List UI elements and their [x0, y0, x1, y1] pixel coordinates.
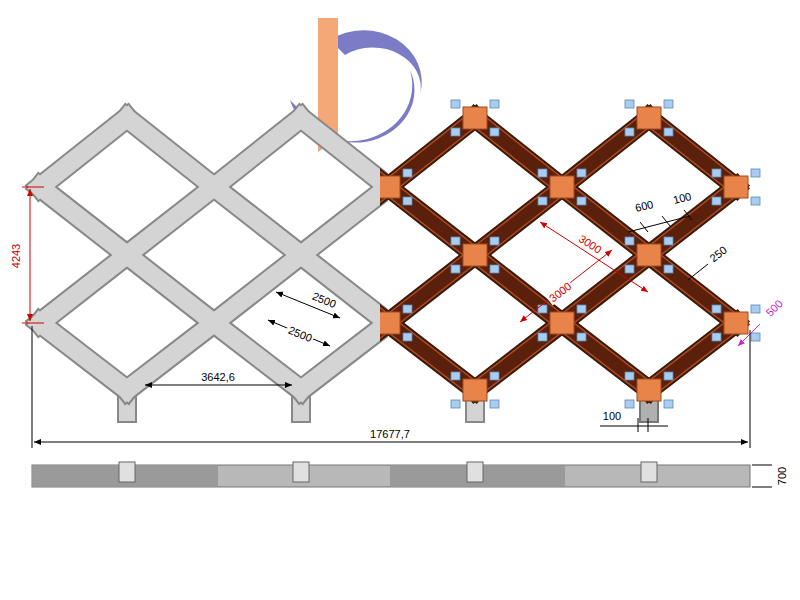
dimension-line	[540, 222, 648, 292]
dimension-line	[34, 442, 748, 443]
joint	[625, 237, 673, 273]
extension-line	[752, 487, 772, 488]
dimension-overall: 17677,7	[368, 428, 412, 440]
member-outline	[380, 118, 736, 390]
dimension-thickness: 700	[776, 465, 788, 487]
dimension-member: 3000	[545, 279, 575, 306]
dimension-line	[628, 216, 690, 232]
joint	[625, 100, 673, 136]
tick	[638, 418, 639, 432]
dimension-line	[268, 320, 330, 346]
dimension-offset: 100	[670, 189, 695, 206]
support-legs	[118, 388, 658, 422]
tick	[684, 210, 692, 220]
tick	[648, 418, 649, 432]
elevation-post	[641, 462, 657, 482]
elevation-view	[32, 462, 772, 487]
joint	[625, 372, 673, 408]
dimension-line	[145, 385, 292, 386]
joint	[712, 305, 760, 341]
elevation-post	[467, 462, 483, 482]
joint	[451, 372, 499, 408]
dimension-member: 3000	[575, 231, 605, 257]
dimension-offset: 600	[632, 197, 657, 214]
lattice-outline	[40, 118, 388, 390]
dimension-line	[600, 426, 668, 427]
grey-lattice	[40, 118, 388, 390]
extension-line	[32, 326, 33, 448]
dimension-spacing: 3642,6	[199, 371, 237, 383]
joint	[712, 169, 760, 205]
dimension-line	[738, 324, 760, 346]
extension-line	[752, 465, 772, 466]
dimension-depth: 500	[762, 296, 786, 320]
dimension-width: 2500	[285, 323, 316, 345]
joint	[451, 237, 499, 273]
dimension-height: 4243	[10, 242, 22, 270]
joint	[380, 305, 412, 341]
dimensions	[22, 187, 760, 448]
tick	[662, 216, 670, 226]
joint	[538, 305, 586, 341]
lattice-fill	[40, 118, 388, 390]
joint	[451, 100, 499, 136]
dimension-line	[520, 250, 612, 322]
dimension-gap: 100	[601, 410, 623, 422]
leader-line	[688, 264, 708, 280]
dimension-section: 250	[705, 242, 730, 265]
extension-line	[22, 187, 44, 188]
joint	[380, 169, 412, 205]
dimension-line	[30, 189, 31, 321]
extension-line	[22, 323, 44, 324]
timber-lattice	[380, 100, 760, 408]
joint	[538, 169, 586, 205]
elevation-post	[293, 462, 309, 482]
extension-line	[750, 330, 751, 448]
elevation-post	[119, 462, 135, 482]
tick	[640, 222, 648, 232]
member-hatch	[380, 118, 736, 390]
member-fill	[380, 118, 736, 390]
logo-swoosh	[330, 30, 422, 95]
